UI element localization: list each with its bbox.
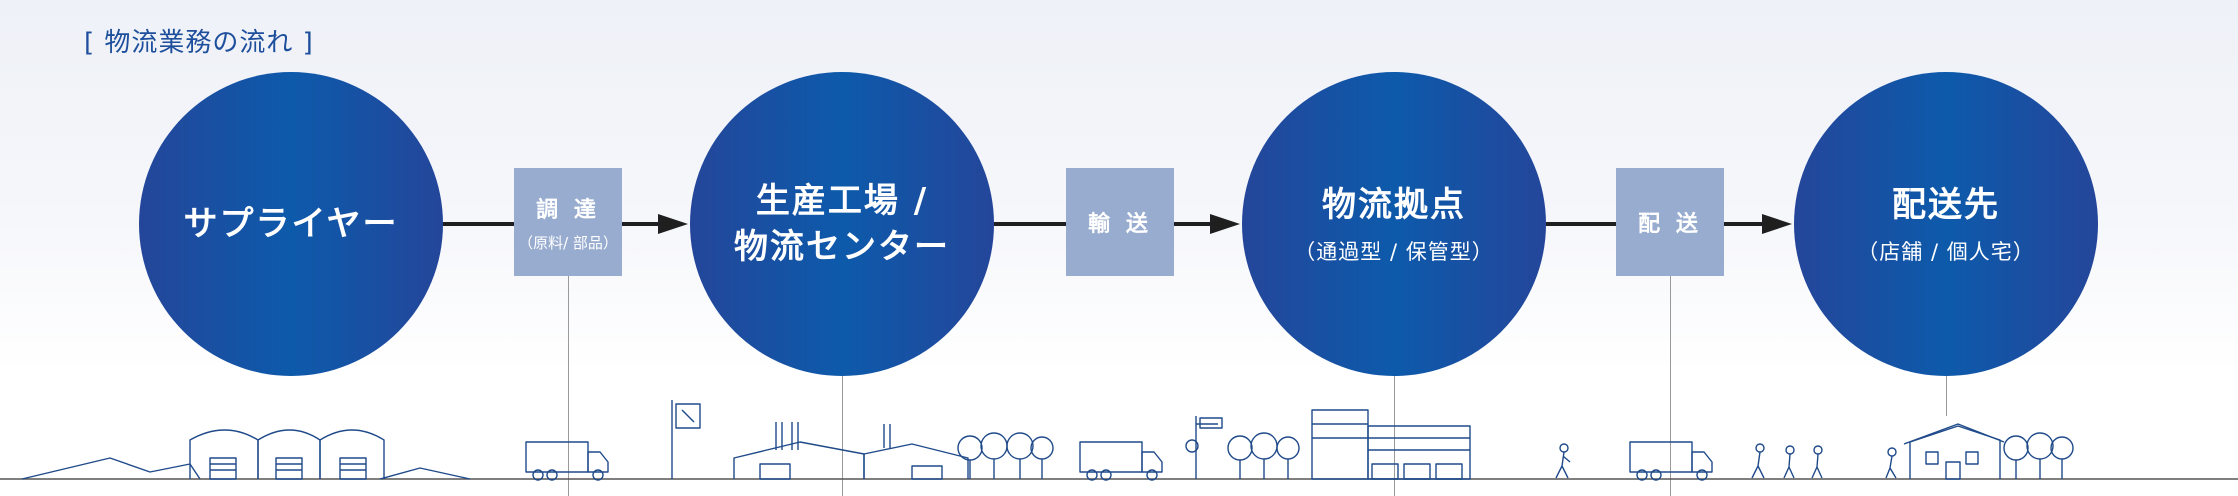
- node-supplier: サプライヤー: [139, 72, 443, 376]
- leader-line-procurement: [568, 276, 569, 496]
- truck-icon: [1629, 441, 1713, 481]
- hill-shape: [21, 457, 201, 480]
- step-procurement-sublabel: （原料/ 部品）: [518, 233, 618, 252]
- leader-line-delivery: [1670, 276, 1671, 496]
- connector-line-3a: [1546, 222, 1618, 226]
- step-procurement-label: 調 達: [536, 197, 600, 223]
- node-destination-sublabel: （店舗 / 個人宅）: [1857, 240, 2035, 264]
- pedestrian-icon: [1783, 445, 1795, 479]
- traffic-sign-icon: [1185, 416, 1223, 479]
- pedestrian-icon: [1751, 443, 1765, 479]
- node-hub-sublabel: （通過型 / 保管型）: [1294, 240, 1494, 264]
- factory-icon: [733, 422, 969, 480]
- tree-icon: [1227, 432, 1300, 479]
- arrowhead-3: [1762, 214, 1792, 234]
- arrowhead-1: [658, 214, 688, 234]
- node-factory-label-line1: 生産工場 /: [755, 181, 929, 221]
- node-hub: 物流拠点 （通過型 / 保管型）: [1242, 72, 1546, 376]
- logistics-scene-illustration: [0, 400, 2238, 481]
- step-delivery: 配 送: [1616, 168, 1724, 276]
- diagram-title: [ 物流業務の流れ ]: [84, 28, 314, 58]
- connector-line-1b: [620, 222, 660, 226]
- connector-line-3b: [1724, 222, 1764, 226]
- pedestrian-icon: [1885, 447, 1897, 479]
- pedestrian-icon: [1555, 443, 1571, 479]
- step-delivery-label: 配 送: [1638, 212, 1702, 237]
- node-factory-label-line2: 物流センター: [734, 227, 950, 267]
- connector-line-2a: [994, 222, 1066, 226]
- step-transport-label: 輸 送: [1088, 212, 1152, 237]
- node-destination-label: 配送先: [1892, 185, 2000, 225]
- tree-icon: [2003, 432, 2074, 479]
- tree-icon: [957, 432, 1054, 479]
- connector-line-2b: [1172, 222, 1212, 226]
- leader-line-hub: [1394, 376, 1395, 496]
- node-supplier-label: サプライヤー: [183, 204, 399, 244]
- connector-line-1a: [440, 222, 516, 226]
- leader-line-factory: [842, 376, 843, 496]
- truck-icon: [525, 441, 609, 481]
- leader-line-destination: [1946, 376, 1947, 416]
- node-factory: 生産工場 / 物流センター: [690, 72, 994, 376]
- step-transport: 輸 送: [1066, 168, 1174, 276]
- pedestrian-icon: [1811, 445, 1823, 479]
- house-icon: [1903, 423, 2005, 480]
- node-hub-label: 物流拠点: [1322, 185, 1466, 225]
- truck-icon: [1079, 441, 1163, 481]
- traffic-sign-icon: [671, 400, 701, 479]
- hill-shape: [379, 467, 471, 480]
- warehouse-icon: [189, 429, 385, 480]
- node-destination: 配送先 （店舗 / 個人宅）: [1794, 72, 2098, 376]
- arrowhead-2: [1210, 214, 1240, 234]
- step-procurement: 調 達 （原料/ 部品）: [514, 168, 622, 276]
- logistics-building-icon: [1311, 409, 1471, 480]
